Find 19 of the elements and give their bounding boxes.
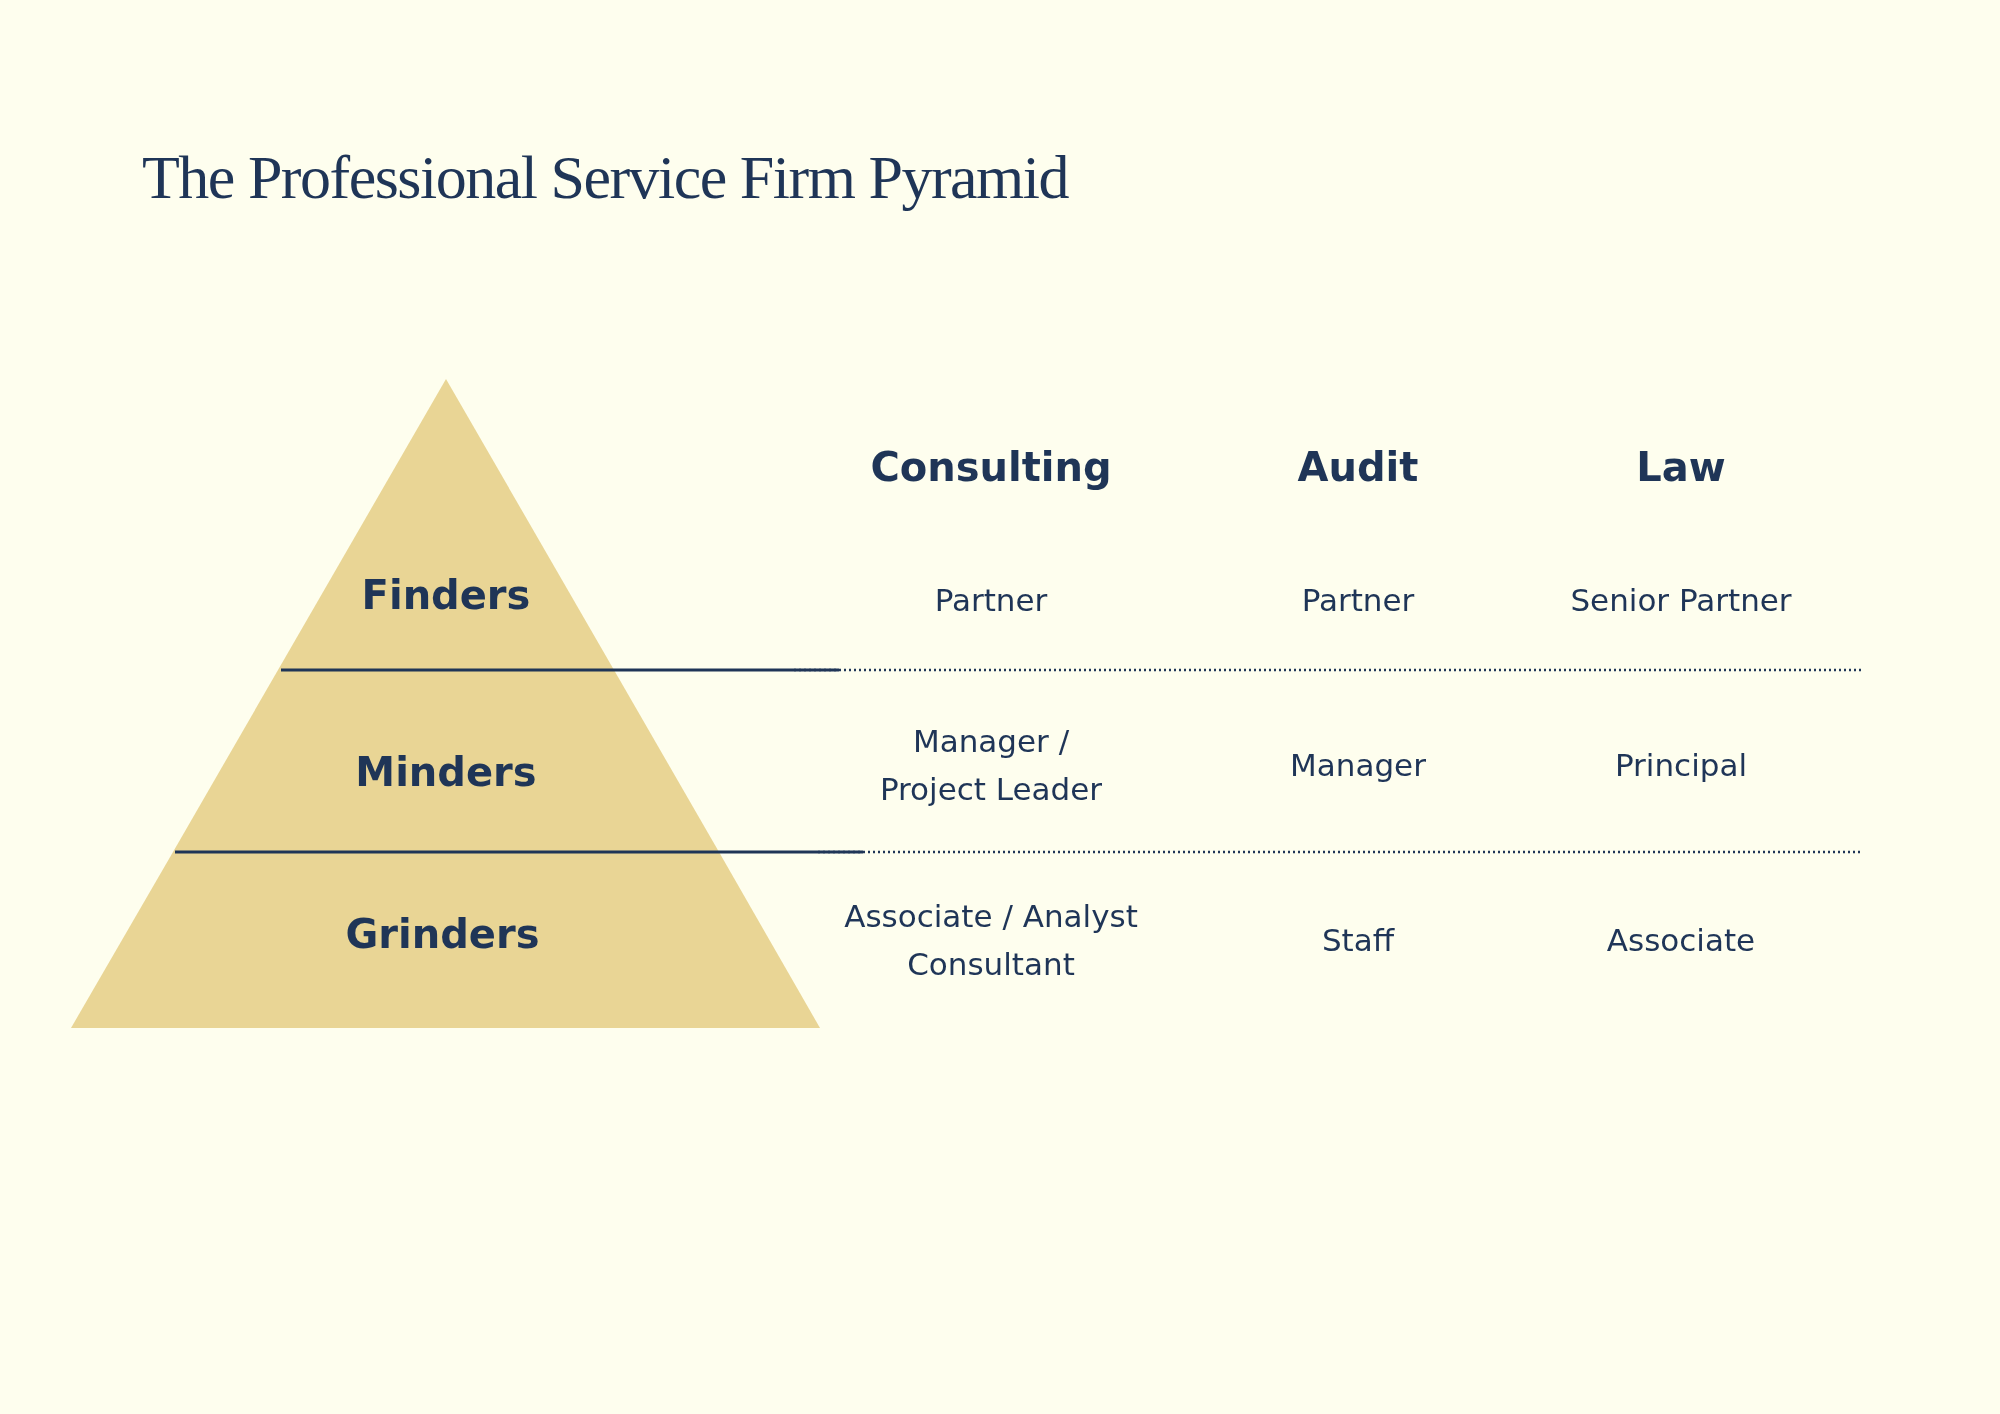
title: The Professional Service Firm Pyramid <box>142 142 1068 213</box>
column-header: Law <box>1635 443 1727 491</box>
table-cell-text: Principal <box>1613 746 1749 785</box>
table-cell-text: Associate / Analyst Consultant <box>843 897 1139 984</box>
table-cell-text: Manager <box>1289 746 1427 785</box>
pyramid-tier <box>173 670 719 852</box>
table-cell-text: Partner <box>1300 581 1416 620</box>
pyramid-tier <box>278 379 614 670</box>
table-cell-text: Partner <box>933 581 1049 620</box>
pyramid-tier <box>71 852 820 1028</box>
table-cell-text: Staff <box>1320 921 1396 960</box>
column-header: Consulting <box>869 443 1113 491</box>
tier-label: Grinders <box>344 911 541 957</box>
column-header: Audit <box>1296 443 1420 491</box>
tier-label: Minders <box>354 749 538 795</box>
table-cell-text: Senior Partner <box>1569 581 1793 620</box>
tier-label: Finders <box>360 572 532 618</box>
table-cell-text: Manager / Project Leader <box>878 722 1104 809</box>
table-cell-text: Associate <box>1605 921 1757 960</box>
